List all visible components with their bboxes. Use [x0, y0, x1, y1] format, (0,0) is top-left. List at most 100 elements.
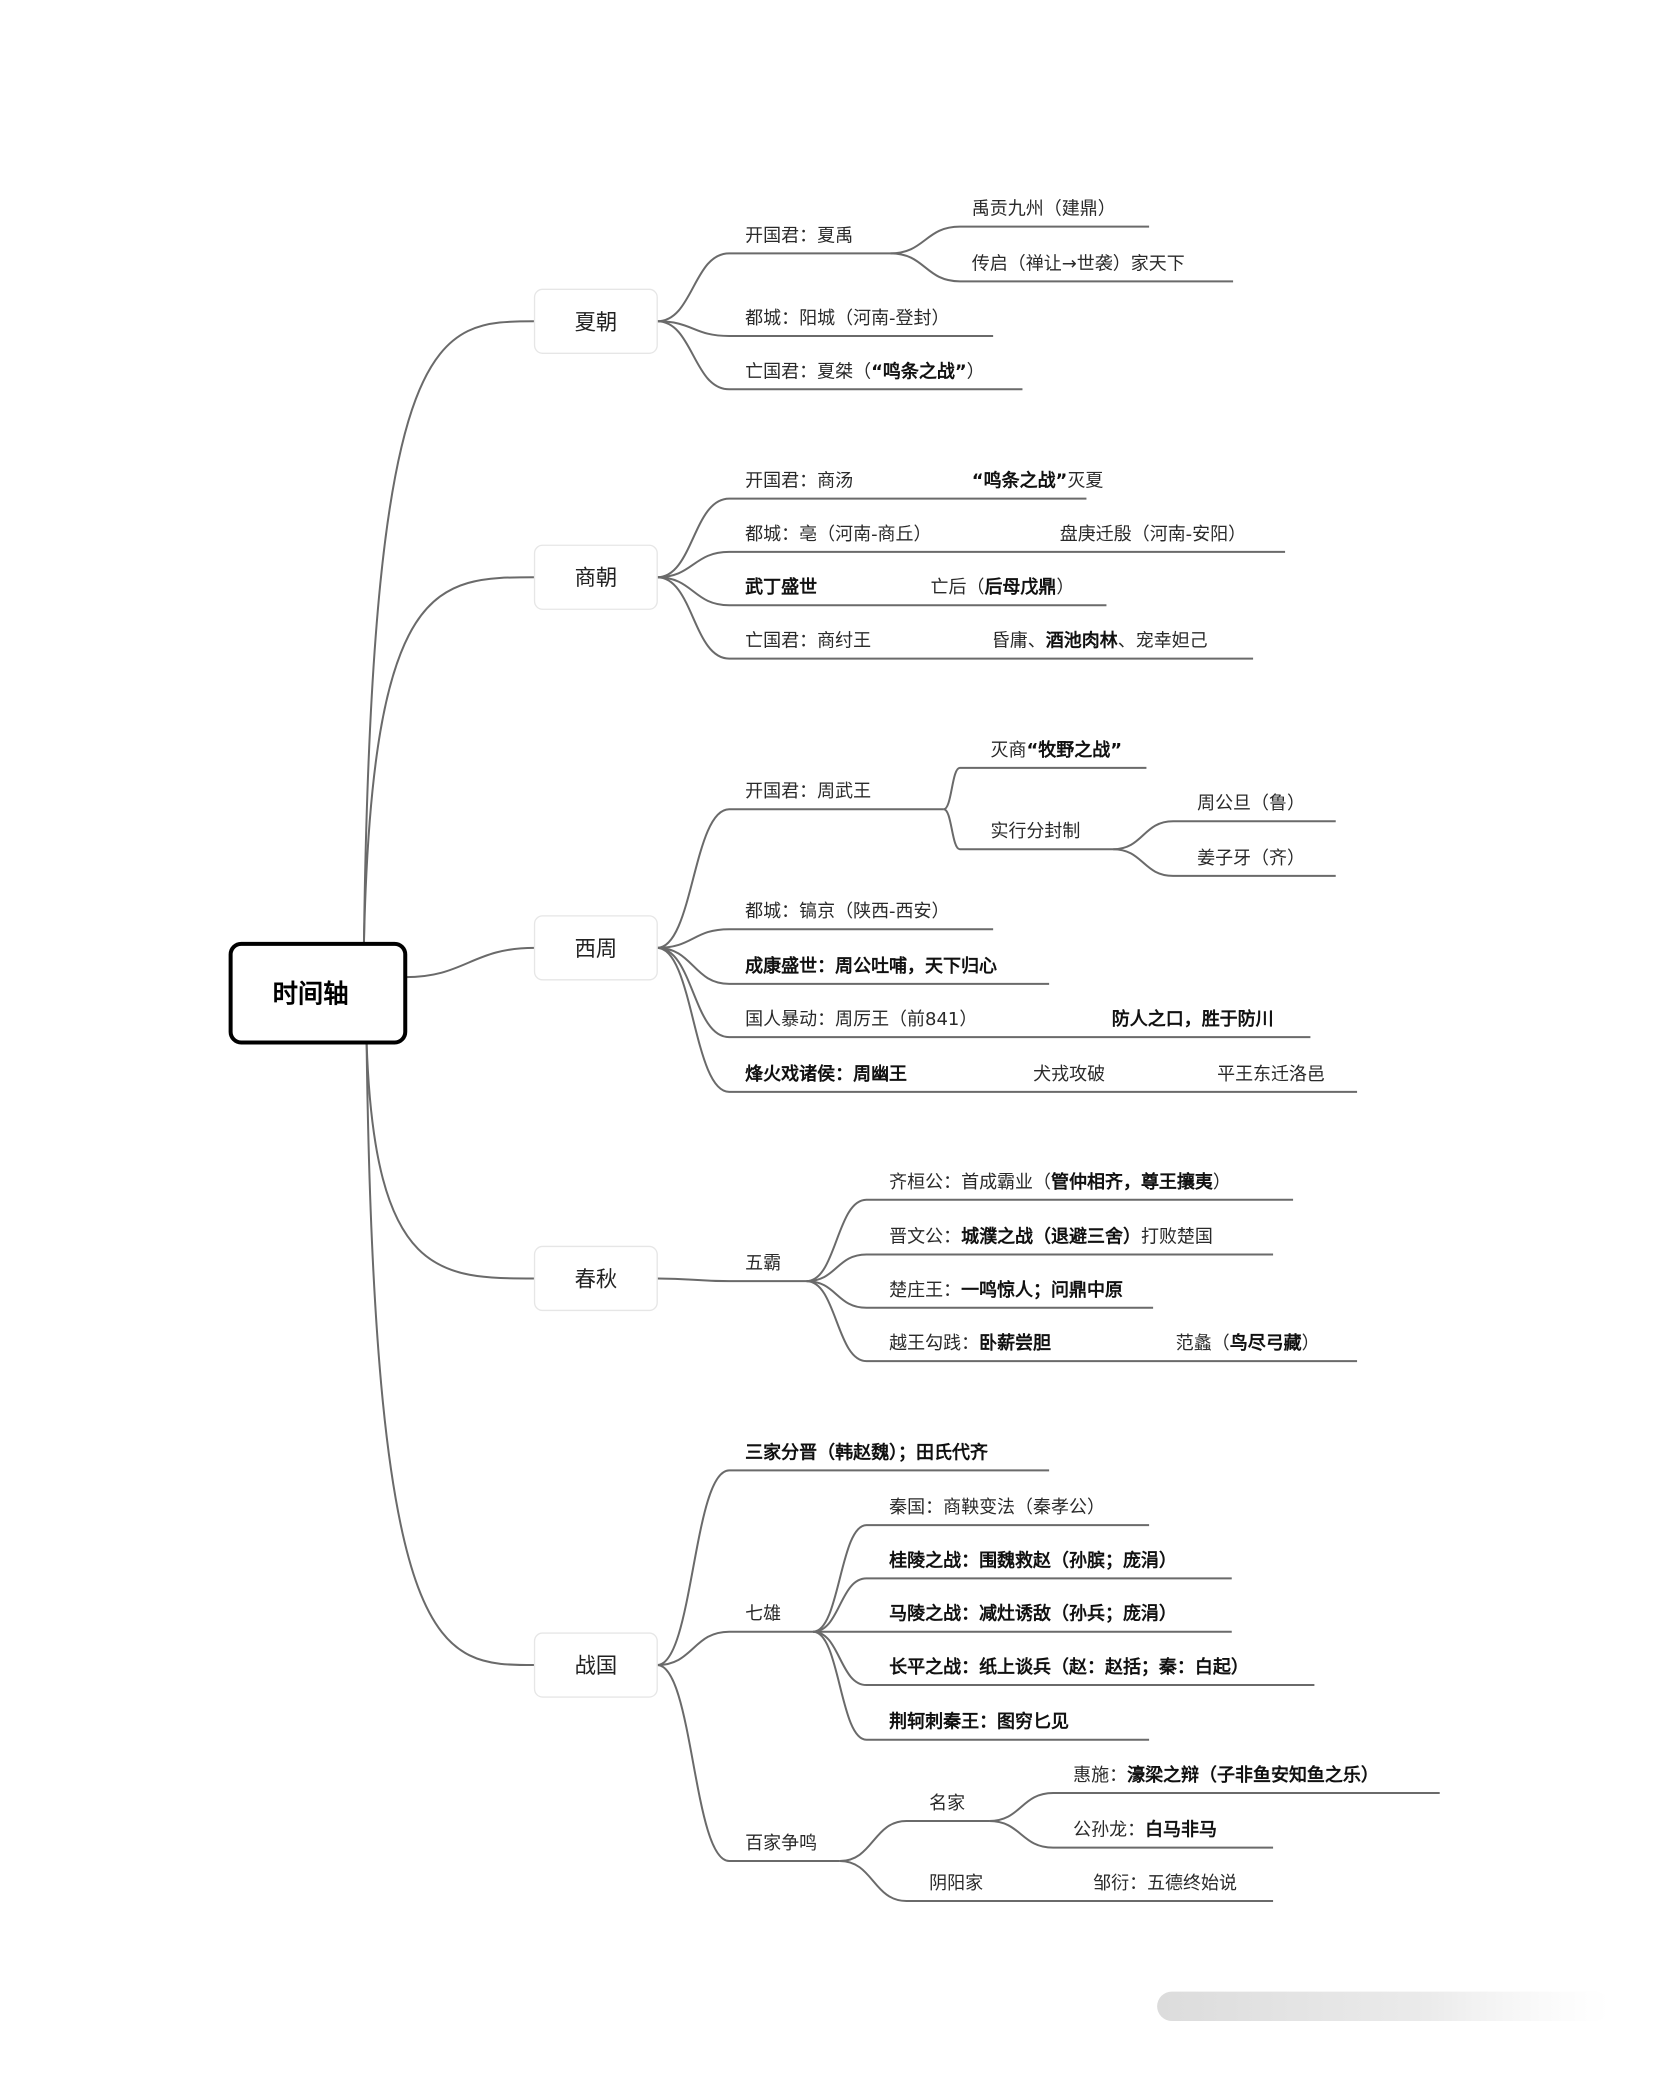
branch-node-text[interactable]: 亡国君：商纣王: [745, 631, 871, 652]
branch-line: [657, 576, 1107, 607]
text-segment: 都城：阳城（河南-登封）: [745, 308, 949, 329]
branch-line: [806, 1280, 1358, 1363]
bold-keyword: 防人之口，胜于防川: [1112, 1008, 1274, 1030]
branch-node-text[interactable]: 三家分晋（韩赵魏）；田氏代齐: [745, 1441, 989, 1463]
text-segment: 秦国：商鞅变法（秦孝公）: [889, 1497, 1105, 1518]
branch-node-text[interactable]: 阴阳家: [929, 1873, 983, 1894]
branch-node-text[interactable]: 楚庄王：一鸣惊人；问鼎中原: [889, 1279, 1123, 1301]
branch-node-text[interactable]: 齐桓公：首成霸业（管仲相齐，尊王攘夷）: [889, 1171, 1231, 1193]
text-segment: 姜子牙（齐）: [1197, 848, 1305, 869]
bold-keyword: 濠梁之辩（子非鱼安知鱼之乐）: [1127, 1764, 1379, 1786]
text-segment: ）: [1213, 1172, 1231, 1193]
branch-node-text[interactable]: 邹衍：五德终始说: [1093, 1873, 1237, 1894]
branch-node-text[interactable]: 周公旦（鲁）: [1197, 793, 1305, 814]
dynasty-label: 战国: [575, 1654, 618, 1679]
root-connector: [365, 1042, 535, 1280]
branch-node-text[interactable]: 实行分封制: [990, 821, 1080, 842]
branch-node-text[interactable]: 长平之战：纸上谈兵（赵：赵括；秦：白起）: [889, 1656, 1249, 1678]
branch-node-text[interactable]: 七雄: [745, 1604, 781, 1625]
branch-node-text[interactable]: 马陵之战：减灶诱敌（孙兵；庞涓）: [889, 1603, 1177, 1625]
branch-node-text[interactable]: 亡国君：夏桀（“鸣条之战”）: [745, 360, 984, 382]
branch-node-text[interactable]: 五霸: [745, 1253, 781, 1274]
branch-node-text[interactable]: “鸣条之战”灭夏: [972, 470, 1104, 492]
branch-node-text[interactable]: 盘庚迁殷（河南-安阳）: [1060, 524, 1246, 545]
branch-line: [657, 252, 891, 323]
dynasty-node[interactable]: 春秋: [533, 1245, 658, 1312]
root-label: 时间轴: [273, 979, 349, 1009]
bold-keyword: 管仲相齐，尊王攘夷: [1051, 1171, 1214, 1193]
branch-node-text[interactable]: 都城：亳（河南-商丘）: [745, 524, 931, 545]
dynasty-box: [533, 1245, 658, 1312]
text-segment: 公孙龙：: [1073, 1820, 1145, 1841]
branch-node-text[interactable]: 百家争鸣: [745, 1833, 817, 1854]
text-segment: 犬戎攻破: [1033, 1064, 1105, 1085]
branch-node-text[interactable]: 范蠡（鸟尽弓藏）: [1176, 1332, 1320, 1354]
text-segment: 平王东迁洛邑: [1217, 1064, 1325, 1085]
bold-keyword: 烽火戏诸侯：周幽王: [745, 1063, 907, 1085]
text-segment: 亡国君：商纣王: [745, 631, 871, 652]
branch-node-text[interactable]: 灭商“牧野之战”: [990, 739, 1122, 761]
branch-node-text[interactable]: 越王勾践：卧薪尝胆: [889, 1332, 1051, 1354]
branch-line: [813, 1630, 1315, 1687]
dynasty-box: [533, 544, 658, 610]
text-segment: 百家争鸣: [745, 1833, 817, 1854]
branch-line: [1113, 820, 1336, 851]
branch-line: [890, 252, 1234, 283]
branch-node-text[interactable]: 犬戎攻破: [1033, 1064, 1105, 1085]
branch-line: [657, 808, 944, 949]
root-node[interactable]: 时间轴: [228, 941, 408, 1045]
branch-line: [657, 946, 1311, 1039]
bold-keyword: 后母戊鼎: [984, 576, 1056, 598]
bold-keyword: 马陵之战：减灶诱敌（孙兵；庞涓）: [889, 1603, 1177, 1625]
branch-line: [839, 1820, 990, 1863]
branch-node-text[interactable]: 防人之口，胜于防川: [1112, 1008, 1274, 1030]
branch-line: [890, 225, 1150, 255]
dynasty-node[interactable]: 西周: [533, 915, 658, 981]
dynasty-node[interactable]: 商朝: [533, 544, 658, 610]
text-segment: 楚庄王：: [889, 1280, 961, 1301]
text-segment: 打败楚国: [1141, 1226, 1213, 1247]
branch-node-text[interactable]: 都城：镐京（陕西-西安）: [745, 901, 949, 922]
branch-node-text[interactable]: 都城：阳城（河南-登封）: [745, 308, 949, 329]
dynasty-label: 西周: [575, 937, 618, 962]
text-segment: 七雄: [745, 1604, 781, 1625]
dynasty-node[interactable]: 战国: [533, 1632, 658, 1698]
branch-node-text[interactable]: 禹贡九州（建鼎）: [972, 199, 1116, 220]
text-segment: 国人暴动：周厉王（前841）: [745, 1009, 977, 1030]
branch-node-text[interactable]: 烽火戏诸侯：周幽王: [745, 1063, 907, 1085]
text-segment: 越王勾践：: [889, 1333, 979, 1354]
branch-node-text[interactable]: 公孙龙：白马非马: [1073, 1819, 1217, 1841]
branch-node-text[interactable]: 桂陵之战：围魏救赵（孙膑；庞涓）: [888, 1549, 1177, 1571]
branch-node-text[interactable]: 开国君：商汤: [745, 471, 853, 492]
dynasty-box: [533, 915, 658, 981]
text-segment: 晋文公：: [889, 1226, 961, 1247]
text-segment: 阴阳家: [929, 1873, 983, 1894]
branch-line: [989, 1820, 1274, 1849]
branch-node-text[interactable]: 秦国：商鞅变法（秦孝公）: [889, 1497, 1105, 1518]
branch-node-text[interactable]: 武丁盛世: [745, 576, 817, 598]
branch-node-text[interactable]: 晋文公：城濮之战（退避三舍）打败楚国: [889, 1225, 1213, 1247]
branch-node-text[interactable]: 国人暴动：周厉王（前841）: [745, 1009, 977, 1030]
branch-node-text[interactable]: 荆轲刺秦王：图穷匕见: [889, 1711, 1069, 1733]
text-segment: 都城：镐京（陕西-西安）: [745, 901, 949, 922]
branch-node-text[interactable]: 开国君：夏禹: [745, 225, 853, 246]
branch-node-text[interactable]: 惠施：濠梁之辩（子非鱼安知鱼之乐）: [1073, 1764, 1379, 1786]
connector-lines: [362, 225, 1440, 1902]
text-segment: 传启（禅让→世袭）家天下: [972, 253, 1185, 274]
bold-keyword: 荆轲刺秦王：图穷匕见: [889, 1711, 1069, 1733]
branch-node-text[interactable]: 名家: [929, 1793, 965, 1814]
branch-node-text[interactable]: 平王东迁洛邑: [1217, 1064, 1325, 1085]
branch-line: [657, 550, 1286, 579]
branch-node-text[interactable]: 成康盛世：周公吐哺，天下归心: [745, 955, 997, 977]
text-segment: ）: [967, 361, 985, 382]
branch-node-text[interactable]: 昏庸、酒池肉林、宠幸妲己: [992, 630, 1208, 652]
text-segment: 齐桓公：首成霸业（: [889, 1172, 1051, 1193]
branch-line: [839, 1860, 1274, 1902]
branch-node-text[interactable]: 开国君：周武王: [745, 781, 871, 802]
branch-node-text[interactable]: 亡后（后母戊鼎）: [930, 576, 1074, 598]
dynasty-node[interactable]: 夏朝: [533, 288, 658, 354]
branch-node-text[interactable]: 姜子牙（齐）: [1197, 848, 1305, 869]
branch-node-text[interactable]: 传启（禅让→世袭）家天下: [972, 253, 1185, 274]
bold-keyword: “牧野之战”: [1026, 739, 1122, 761]
